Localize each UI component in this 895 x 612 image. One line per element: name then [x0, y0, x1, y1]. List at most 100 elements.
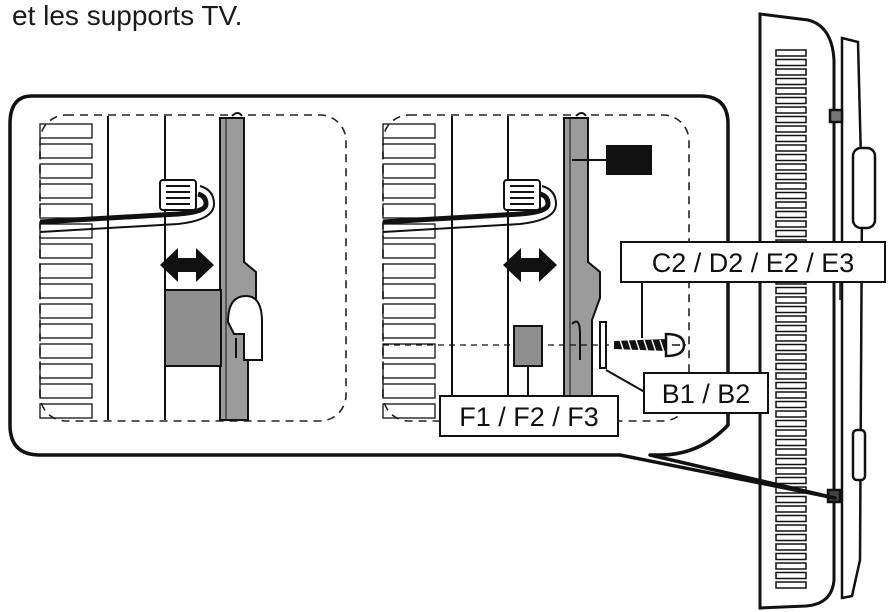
- vent-slot: [382, 363, 436, 379]
- vent-slot: [775, 467, 807, 475]
- cable: [39, 191, 209, 225]
- detail-panel-after: [382, 112, 841, 422]
- vent-slot: [775, 163, 807, 171]
- vent-slot: [775, 58, 807, 67]
- vent-slot: [775, 134, 807, 143]
- vent-slot: [382, 323, 436, 339]
- vent-slot: [775, 210, 807, 219]
- bracket-hook: [226, 294, 263, 361]
- vent-slot: [775, 391, 807, 399]
- vent-slot: [775, 372, 807, 380]
- vent-slot: [775, 457, 807, 466]
- vent-slot: [775, 68, 807, 76]
- bracket-top-tab: [828, 108, 844, 124]
- washer-part: [599, 321, 607, 369]
- bracket-number-text: 01: [617, 149, 641, 174]
- vent-slot: [39, 163, 93, 179]
- cable: [382, 191, 551, 225]
- vent-slot: [382, 163, 436, 179]
- vent-slot: [775, 315, 807, 323]
- vent-slot: [39, 323, 93, 339]
- wall-bracket-profile: [826, 36, 877, 600]
- vent-slot: [775, 172, 807, 181]
- vent-slot: [775, 115, 807, 124]
- vent-slot: [775, 191, 807, 200]
- vent-slot: [382, 283, 436, 299]
- vent-slot: [775, 429, 807, 437]
- vent-slot: [775, 571, 807, 580]
- vent-slot: [775, 106, 807, 114]
- spacer-part: [513, 325, 543, 367]
- vent-slot: [382, 183, 436, 199]
- tv-side-view: [758, 12, 836, 610]
- vent-slot: [775, 438, 807, 447]
- spacer-block: [164, 289, 222, 367]
- vent-slot: [775, 581, 807, 589]
- vent-slot: [775, 229, 807, 238]
- vent-slot: [775, 514, 807, 523]
- vent-slot: [775, 96, 807, 105]
- vent-slot: [775, 362, 807, 371]
- vent-slot: [775, 562, 807, 570]
- washer-leader: [605, 369, 651, 396]
- vent-slot: [775, 305, 807, 314]
- vent-slot: [775, 201, 807, 209]
- vent-slot: [382, 243, 436, 259]
- vent-slot: [775, 400, 807, 409]
- vent-slot: [775, 324, 807, 333]
- vent-slot: [382, 383, 436, 399]
- double-arrow-icon: [160, 248, 214, 282]
- vent-slot: [39, 403, 93, 419]
- vent-slot: [39, 383, 93, 399]
- vent-slot: [39, 183, 93, 199]
- vent-slot: [775, 410, 807, 418]
- vent-slot: [775, 552, 807, 561]
- vent-slot: [775, 353, 807, 361]
- vent-slot: [39, 363, 93, 379]
- vent-slot: [382, 143, 436, 159]
- vent-slot: [382, 403, 436, 419]
- vent-slot: [775, 505, 807, 513]
- vent-slot: [382, 343, 436, 359]
- label-bracket-number: 01: [572, 145, 652, 175]
- double-arrow-icon: [503, 248, 557, 282]
- vent-slot: [39, 343, 93, 359]
- label-spacers: F1 / F2 / F3: [439, 395, 619, 437]
- vent-slot: [39, 303, 93, 319]
- washers-label-text: B1 / B2: [662, 379, 751, 409]
- vent-slot: [775, 343, 807, 352]
- bracket-slot-hook: [571, 320, 581, 360]
- cable-plug-icon: [503, 179, 541, 211]
- vent-slot: [39, 243, 93, 259]
- vent-slot: [775, 476, 807, 485]
- vent-slot: [775, 334, 807, 342]
- vent-slot: [775, 87, 807, 95]
- vent-slot: [382, 123, 436, 139]
- vent-slot: [775, 533, 807, 542]
- vent-slot: [775, 381, 807, 390]
- vent-slot: [775, 182, 807, 190]
- cable-plug-icon: [159, 179, 197, 211]
- vent-slot: [775, 419, 807, 428]
- vent-slot: [775, 153, 807, 162]
- detail-panel-before: [39, 112, 347, 422]
- vent-slot: [775, 144, 807, 152]
- spacers-label-text: F1 / F2 / F3: [459, 402, 599, 432]
- vent-slot: [775, 495, 807, 504]
- vent-slot: [382, 303, 436, 319]
- vent-slot: [775, 524, 807, 532]
- vent-slot: [775, 543, 807, 551]
- vent-slot: [775, 296, 807, 304]
- tv-back-profile: [758, 12, 836, 610]
- vent-slot: [775, 448, 807, 456]
- vent-slot: [39, 143, 93, 159]
- vent-slot: [39, 283, 93, 299]
- vent-slot: [775, 125, 807, 133]
- vent-slot: [382, 263, 436, 279]
- vent-slot: [39, 123, 93, 139]
- screws-label-text: C2 / D2 / E2 / E3: [652, 248, 855, 278]
- vent-slot: [775, 286, 807, 295]
- vent-slot: [39, 263, 93, 279]
- vent-slot: [775, 220, 807, 228]
